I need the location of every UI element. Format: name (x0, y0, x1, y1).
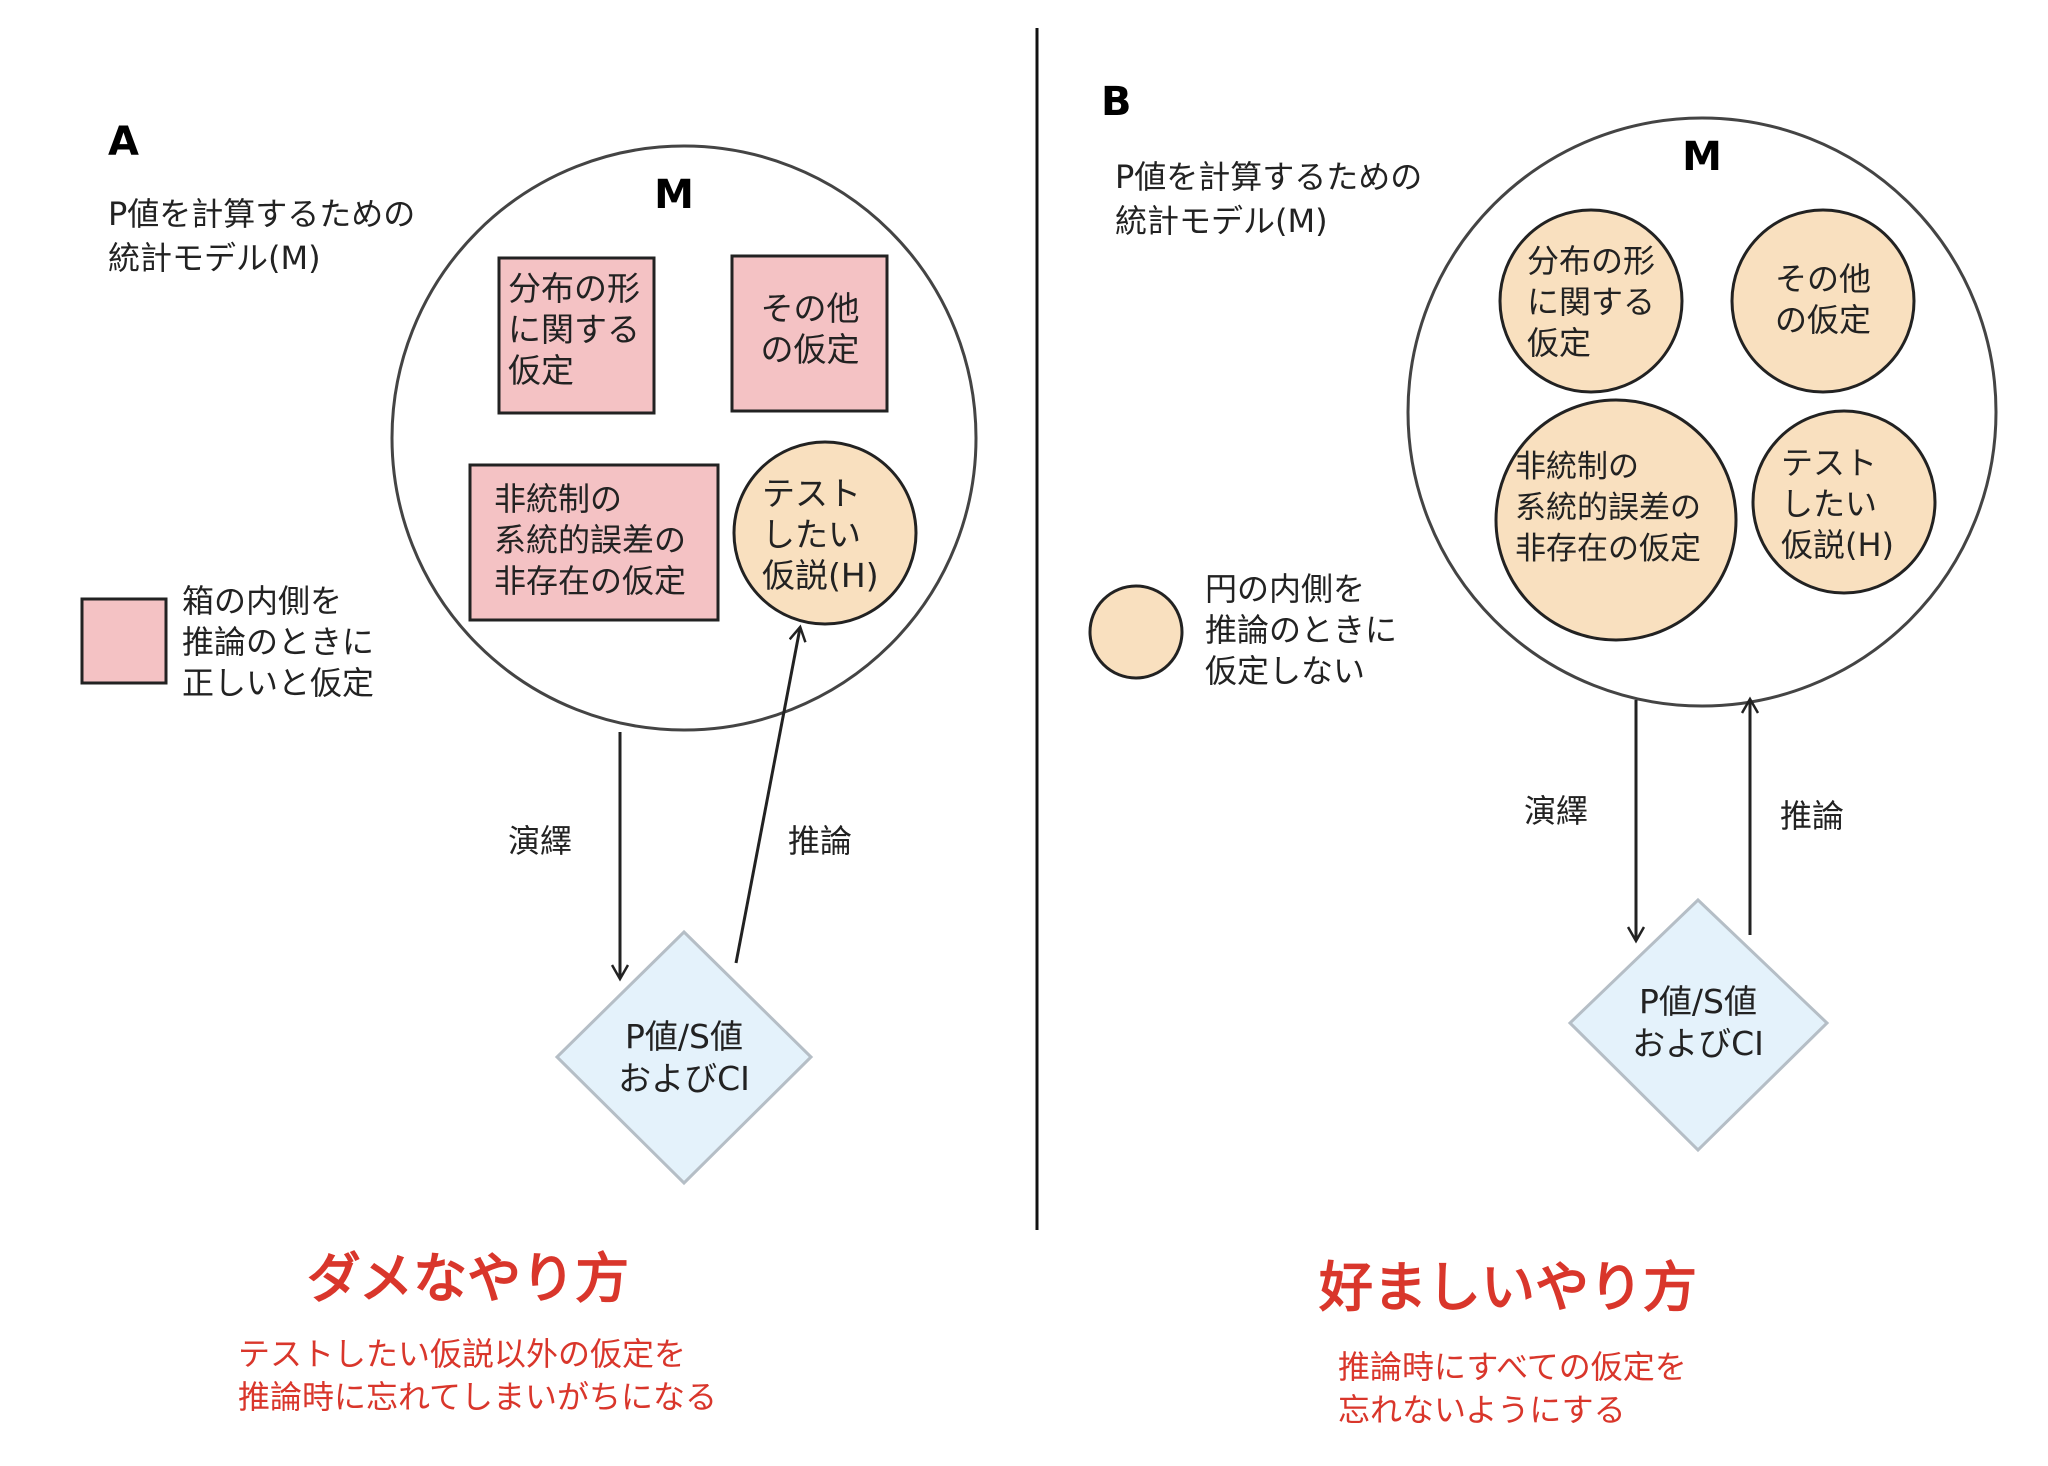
panel-a-letter: A (108, 119, 139, 165)
panel-b-circle-distribution-shape (1498, 208, 1684, 394)
panel-b-verdict-title: 好ましいやり方 (1318, 1256, 1697, 1319)
panel-b-pvalue-line-2: およびCI (1632, 1024, 1764, 1063)
panel-b-circle-no-systematic-error (1494, 398, 1738, 642)
panel-a-legend-line-3: 正しいと仮定 (182, 664, 374, 702)
panel-b-legend-circle-swatch (1088, 584, 1184, 680)
panel-a-verdict-title: ダメなやり方 (307, 1247, 629, 1310)
panel-b-deduction-label: 演繹 (1524, 792, 1588, 830)
panel-a-test-hypothesis-line-3: 仮説(H) (762, 556, 879, 595)
panel-a-test-hypothesis-line-1: テスト (762, 474, 861, 513)
panel-a-box-no-systematic-error-line-2: 系統的誤差の (494, 521, 686, 559)
panel-b-verdict-desc-line-1: 推論時にすべての仮定を (1338, 1348, 1687, 1386)
panel-b-pvalue-diamond (1567, 897, 1830, 1153)
panel-b-circle-distribution-shape-line-2: に関する (1527, 283, 1655, 321)
panel-b-model-caption-line-2: 統計モデル(M) (1115, 202, 1328, 240)
panel-a-inference-label: 推論 (788, 822, 852, 860)
panel-a-box-distribution-shape-line-3: 仮定 (508, 351, 574, 390)
panel-a-box-distribution-shape-line-2: に関する (508, 310, 640, 349)
panel-a-box-other (730, 254, 889, 413)
panel-b-circle-distribution-shape-line-1: 分布の形 (1527, 242, 1655, 280)
panel-a-verdict-desc-line-1: テストしたい仮説以外の仮定を (238, 1335, 686, 1373)
panel-a-test-hypothesis-circle (732, 440, 918, 626)
panel-b-legend-line-1: 円の内側を (1205, 570, 1365, 608)
panel-a-model-caption-line-1: P値を計算するための (108, 195, 415, 233)
panel-a-box-other-line-1: その他 (761, 289, 860, 328)
panel-b-legend-line-2: 推論のときに (1205, 611, 1397, 649)
panel-a-model-label: M (654, 172, 694, 218)
panel-a-legend-box-swatch (80, 597, 168, 685)
panel-b-circle-no-systematic-error-line-3: 非存在の仮定 (1515, 531, 1701, 567)
panel-a-box-no-systematic-error-line-3: 非存在の仮定 (494, 562, 686, 600)
panel-a-test-hypothesis-line-2: したい (762, 515, 861, 554)
panel-a-legend-line-1: 箱の内側を (182, 582, 342, 620)
panel-a-deduction-label: 演繹 (508, 822, 572, 860)
panel-a-model-circle (390, 144, 978, 732)
panel-a-box-distribution-shape-line-1: 分布の形 (508, 269, 640, 308)
panel-b-legend-line-3: 仮定しない (1205, 652, 1365, 690)
panel-a-pvalue-line-2: およびCI (618, 1059, 750, 1098)
panel-b-inference-label: 推論 (1780, 797, 1844, 835)
panel-b-model-circle (1406, 116, 1998, 708)
panel-b-circle-distribution-shape-line-3: 仮定 (1527, 324, 1591, 362)
panel-a-box-no-systematic-error (468, 463, 720, 622)
panel-b-letter: B (1101, 79, 1132, 125)
panel-a-pvalue-line-1: P値/S値 (625, 1017, 743, 1056)
panel-a: A P値を計算するための 統計モデル(M) M 分布の形 に関する 仮定 その他… (80, 119, 978, 1416)
panel-a-inference-arrow (734, 628, 800, 964)
panel-a-box-no-systematic-error-line-1: 非統制の (494, 480, 622, 518)
panel-b-circle-no-systematic-error-line-1: 非統制の (1515, 449, 1639, 485)
panel-b: B P値を計算するための 統計モデル(M) M 分布の形 に関する 仮定 その他… (1088, 79, 1998, 1429)
panel-b-circle-other (1730, 208, 1916, 394)
panel-b-model-label: M (1682, 134, 1722, 180)
panel-b-circle-other-line-1: その他 (1775, 260, 1871, 298)
panel-a-box-distribution-shape (497, 256, 656, 415)
panel-a-legend-line-2: 推論のときに (182, 623, 374, 661)
panel-b-circle-test-hypothesis-line-2: したい (1781, 485, 1877, 523)
panel-b-circle-test-hypothesis-line-1: テスト (1781, 444, 1877, 482)
panel-b-model-caption-line-1: P値を計算するための (1115, 158, 1422, 196)
panel-b-pvalue-line-1: P値/S値 (1639, 982, 1757, 1021)
panel-a-pvalue-diamond (554, 929, 814, 1186)
panel-b-circle-test-hypothesis (1751, 409, 1937, 595)
panel-a-model-caption-line-2: 統計モデル(M) (108, 239, 321, 277)
panel-b-circle-other-line-2: の仮定 (1775, 301, 1871, 339)
panel-a-box-other-line-2: の仮定 (761, 330, 860, 369)
panel-b-circle-test-hypothesis-line-3: 仮説(H) (1781, 526, 1894, 564)
panel-b-verdict-desc-line-2: 忘れないようにする (1338, 1391, 1626, 1429)
panel-b-circle-no-systematic-error-line-2: 系統的誤差の (1515, 490, 1701, 526)
panel-a-verdict-desc-line-2: 推論時に忘れてしまいがちになる (238, 1378, 717, 1416)
